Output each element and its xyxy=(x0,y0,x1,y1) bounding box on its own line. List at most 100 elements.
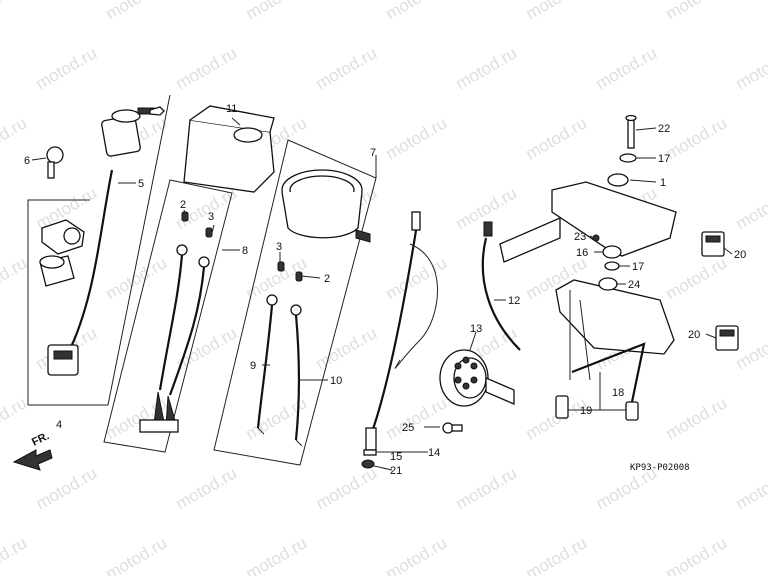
ignition-connector[interactable] xyxy=(47,344,79,376)
grommet-24[interactable] xyxy=(598,277,618,291)
horn-bolt[interactable] xyxy=(442,422,463,434)
watermark-text: motod.ru xyxy=(733,43,768,93)
watermark-text: motod.ru xyxy=(243,393,311,443)
callout-16: 16 xyxy=(576,247,588,259)
watermark-text: motod.ru xyxy=(313,323,381,373)
watermark-text: motod.ru xyxy=(383,0,451,23)
watermark-text: motod.ru xyxy=(243,533,311,576)
watermark-text: motod.ru xyxy=(523,533,591,576)
callout-18: 18 xyxy=(612,387,624,399)
watermark-text: motod.ru xyxy=(33,43,101,93)
washer-17-lower[interactable] xyxy=(604,261,620,271)
watermark-text: motod.ru xyxy=(103,0,171,23)
callout-5: 5 xyxy=(138,178,144,190)
callout-23: 23 xyxy=(574,231,586,243)
callout-2-upper: 2 xyxy=(180,199,186,211)
callout-20-upper: 20 xyxy=(734,249,746,261)
callout-11: 11 xyxy=(226,103,237,115)
key-icon[interactable] xyxy=(46,146,64,179)
callout-9: 9 xyxy=(250,360,256,372)
callout-14: 14 xyxy=(428,447,440,459)
watermark-text: motod.ru xyxy=(383,393,451,443)
leader-lines xyxy=(31,117,733,471)
callout-24: 24 xyxy=(628,279,640,291)
watermark-text: motod.ru xyxy=(313,43,381,93)
callout-1: 1 xyxy=(660,177,666,189)
callout-labels: 1 2 2 3 3 4 5 6 7 8 9 10 11 12 13 14 15 … xyxy=(24,103,746,477)
watermark-text: motod.ru xyxy=(0,253,30,303)
callout-19: 19 xyxy=(580,405,592,417)
watermark-text: motod.ru xyxy=(313,463,381,513)
watermark-text: motod.ru xyxy=(453,463,521,513)
watermark-text: motod.ru xyxy=(523,113,591,163)
collar-19[interactable] xyxy=(555,395,639,421)
callout-2-lower: 2 xyxy=(324,273,330,285)
callout-3-upper: 3 xyxy=(208,211,214,223)
watermark-text: motod.ru xyxy=(663,253,731,303)
callout-17-upper: 17 xyxy=(658,153,670,165)
watermark-text: motod.ru xyxy=(0,533,30,576)
watermark-text: motod.ru xyxy=(383,533,451,576)
cushion-20-lower[interactable] xyxy=(715,325,739,351)
grommet-16[interactable] xyxy=(602,245,622,259)
direction-label: FR. xyxy=(30,430,51,449)
callout-25: 25 xyxy=(402,422,414,434)
watermark-text: motod.ru xyxy=(663,113,731,163)
bulb-2-upper[interactable] xyxy=(181,211,189,222)
ignition-switch[interactable] xyxy=(101,106,165,157)
instrument-bracket[interactable] xyxy=(499,181,677,381)
callout-12: 12 xyxy=(508,295,520,307)
watermark-text: motod.ru xyxy=(383,253,451,303)
watermark-text: motod.ru xyxy=(453,43,521,93)
watermark-text: motod.ru xyxy=(173,463,241,513)
horn[interactable] xyxy=(439,349,515,407)
ignition-wire xyxy=(70,169,114,346)
harness-10[interactable] xyxy=(290,304,303,447)
speedometer-group-7 xyxy=(213,139,377,466)
speedometer-cable[interactable] xyxy=(365,211,438,451)
watermark-text: motod.ru xyxy=(663,0,731,23)
callout-6: 6 xyxy=(24,155,30,167)
instrument-case[interactable] xyxy=(183,105,275,193)
callout-4: 4 xyxy=(56,419,62,431)
callout-10: 10 xyxy=(330,375,342,387)
watermark-text: motod.ru xyxy=(733,463,768,513)
watermark-text: motod.ru xyxy=(173,323,241,373)
key-cover[interactable] xyxy=(39,255,75,287)
watermark-text: motod.ru xyxy=(663,533,731,576)
bulb-3-upper[interactable] xyxy=(205,227,213,238)
bracket-stay[interactable] xyxy=(571,342,646,403)
bulb-3-lower[interactable] xyxy=(277,261,285,272)
watermark-text: motod.ru xyxy=(173,43,241,93)
callout-7: 7 xyxy=(370,147,376,159)
washer-17-upper[interactable] xyxy=(619,153,637,163)
harness-8[interactable] xyxy=(139,244,210,433)
watermark-text: motod.ru xyxy=(593,43,661,93)
callout-21: 21 xyxy=(390,465,402,477)
clip-21[interactable] xyxy=(361,459,375,469)
cable-clip-15[interactable] xyxy=(363,449,377,456)
horn-cord[interactable] xyxy=(481,221,521,351)
callout-17-lower: 17 xyxy=(632,261,644,273)
watermark-text: motod.ru xyxy=(33,463,101,513)
front-direction-arrow xyxy=(12,449,53,471)
watermark-text: motod.ru xyxy=(243,0,311,23)
cushion-20-upper[interactable] xyxy=(701,231,725,257)
bulb-2-lower[interactable] xyxy=(295,271,303,282)
callout-3-lower: 3 xyxy=(276,241,282,253)
watermark-text: motod.ru xyxy=(0,0,30,23)
speedometer[interactable] xyxy=(281,169,371,243)
watermark-text: motod.ru xyxy=(0,393,30,443)
callout-15: 15 xyxy=(390,451,402,463)
callout-20-lower: 20 xyxy=(688,329,700,341)
watermark-text: motod.ru xyxy=(383,113,451,163)
socket-group-8 xyxy=(103,179,233,453)
watermark-text: motod.ru xyxy=(523,0,591,23)
harness-9[interactable] xyxy=(256,294,278,435)
key-cylinder[interactable] xyxy=(41,219,85,255)
grommet-1[interactable] xyxy=(607,173,629,187)
watermark-text: motod.ru xyxy=(733,183,768,233)
bolt-22[interactable] xyxy=(625,114,637,149)
